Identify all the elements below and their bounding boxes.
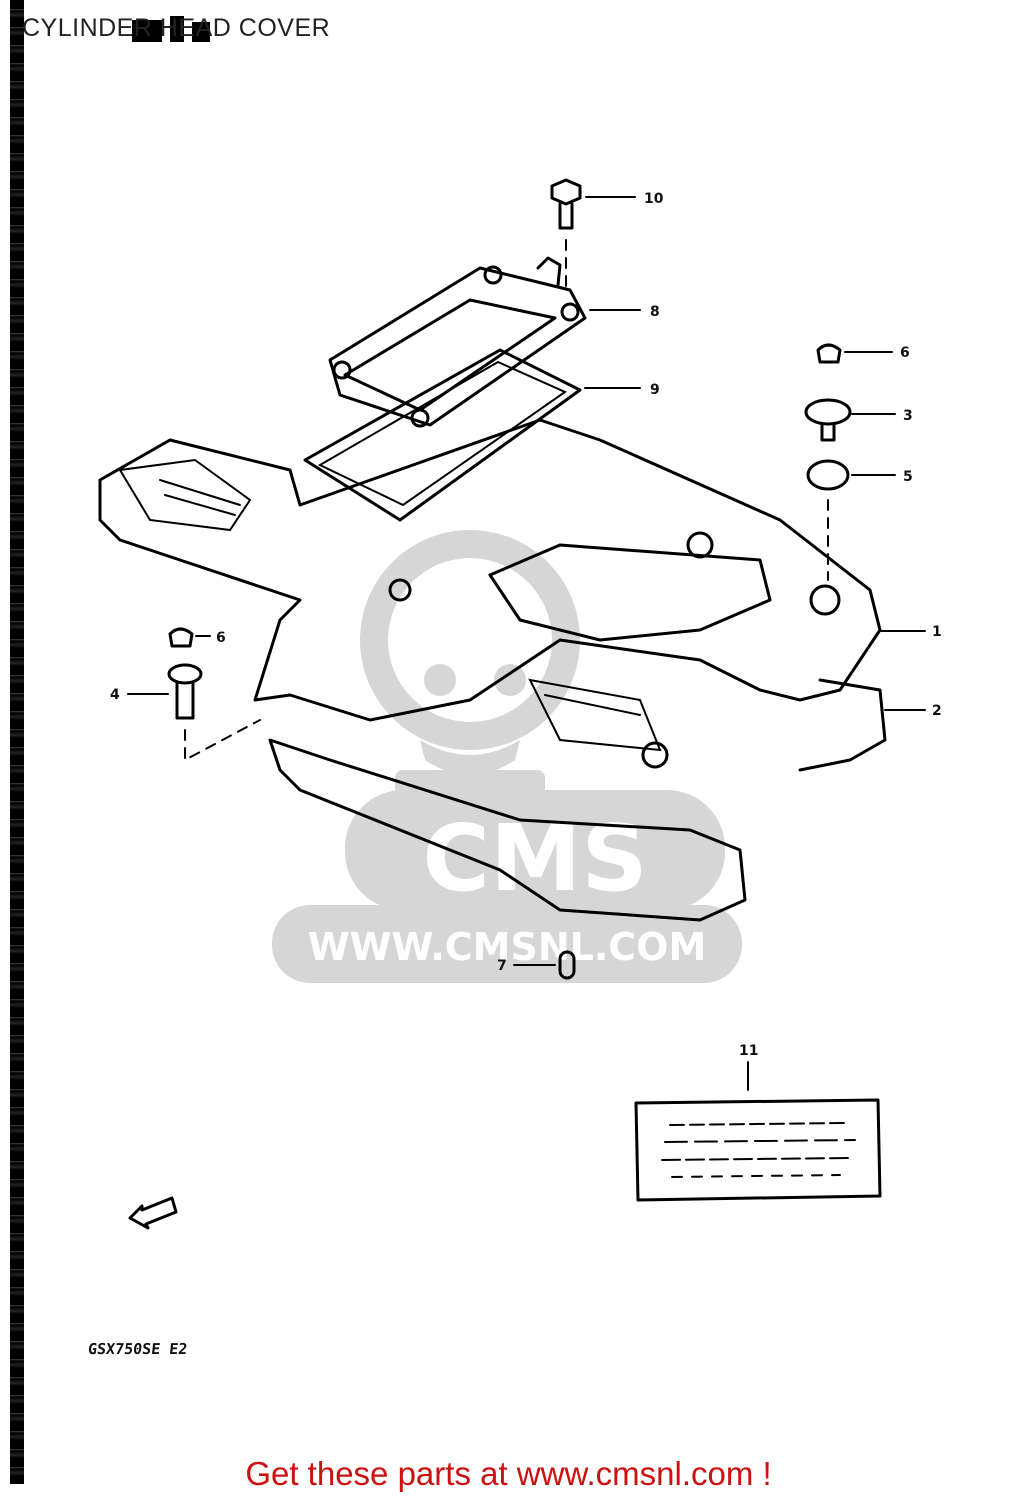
- cta-link[interactable]: Get these parts at www.cmsnl.com !: [245, 1455, 772, 1492]
- callout-6-upper: 6: [900, 345, 910, 361]
- model-code: GSX750SE E2: [87, 1340, 189, 1358]
- callout-5: 5: [903, 469, 913, 485]
- callout-10: 10: [644, 191, 664, 207]
- callout-1: 1: [932, 624, 942, 640]
- callout-8: 8: [650, 304, 660, 320]
- part-8-breather-cover: [328, 256, 641, 428]
- part-9-gasket: [303, 348, 641, 522]
- part-11-label: [634, 1061, 882, 1202]
- watermark: CMS WWW.CMSNL.COM: [272, 530, 742, 983]
- part-3-nut: [804, 398, 896, 442]
- callout-2: 2: [932, 703, 942, 719]
- callout-7: 7: [497, 958, 507, 974]
- part-7-plug: [513, 950, 576, 980]
- scan-edge-rule: [10, 0, 24, 1484]
- part-4-bolt: [127, 663, 261, 762]
- watermark-cms-logo: CMS: [345, 790, 725, 912]
- callout-11: 11: [739, 1043, 758, 1059]
- part-1-head-cover: [98, 418, 926, 769]
- watermark-url-text: WWW.CMSNL.COM: [308, 925, 707, 969]
- callout-6-left: 6: [216, 630, 226, 646]
- part-2-lower-gasket: [268, 678, 926, 922]
- watermark-url-badge: WWW.CMSNL.COM: [272, 905, 742, 983]
- callout-9: 9: [650, 382, 660, 398]
- callout-3: 3: [903, 408, 913, 424]
- part-6-cap-upper: [816, 343, 893, 364]
- watermark-mascot: [360, 530, 580, 810]
- title-scan-artifact: [132, 16, 210, 42]
- part-6-cap-left: [168, 627, 211, 648]
- part-10-bolt: [550, 178, 636, 291]
- part-5-o-ring: [806, 459, 896, 581]
- page-title: CYLINDER HEAD COVER: [22, 14, 331, 42]
- front-direction-arrow-icon: [128, 1196, 178, 1230]
- callout-4: 4: [110, 687, 120, 703]
